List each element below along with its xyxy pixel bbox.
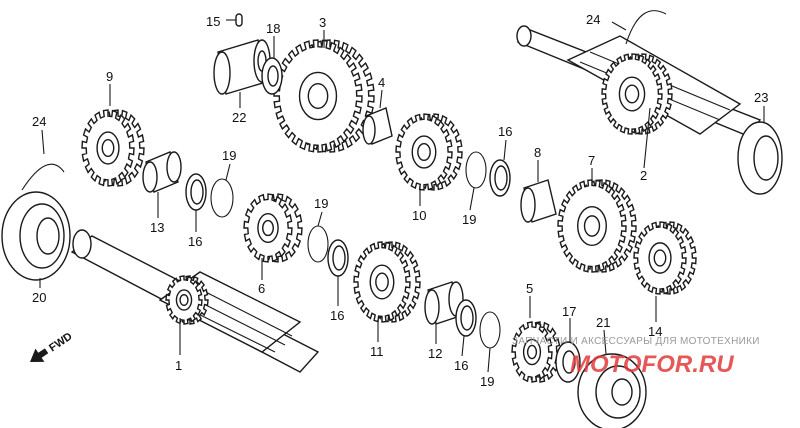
gear-bore xyxy=(375,272,389,292)
circlip-19c xyxy=(465,151,487,189)
washer-17 xyxy=(555,341,581,383)
needle-bearing-4 xyxy=(362,107,393,145)
callout-2: 2 xyxy=(640,168,647,183)
callout-16c: 16 xyxy=(498,124,512,139)
gear-bore xyxy=(624,84,640,104)
callout-1: 1 xyxy=(175,358,182,373)
callout-22: 22 xyxy=(232,110,246,125)
callout-5: 5 xyxy=(526,281,533,296)
callout-6: 6 xyxy=(258,281,265,296)
watermark-site-logo: MOTOFOR.RU xyxy=(570,351,734,378)
watermark: ЗАПЧАСТИ И АКСЕССУАРЫ ДЛЯ МОТОТЕХНИКИ MO… xyxy=(512,336,760,378)
circlip-19d xyxy=(479,311,501,349)
callout-3: 3 xyxy=(319,15,326,30)
washer-16c xyxy=(489,159,511,197)
leader-lines xyxy=(39,19,765,373)
callout-7: 7 xyxy=(588,153,595,168)
callout-8: 8 xyxy=(534,145,541,160)
callout-18: 18 xyxy=(266,21,280,36)
callout-16d: 16 xyxy=(454,358,468,373)
bushing-8 xyxy=(520,179,557,223)
callout-19c: 19 xyxy=(462,212,476,227)
collar-22 xyxy=(213,39,271,95)
gear-14 xyxy=(633,221,697,295)
gear-6 xyxy=(243,193,303,263)
circlip-24-right xyxy=(625,10,667,45)
gear-bore xyxy=(526,344,538,360)
needle-bearing-13 xyxy=(142,151,182,193)
washer-16d xyxy=(455,299,477,337)
callout-20: 20 xyxy=(32,290,46,305)
pin-15 xyxy=(235,13,243,27)
callout-14: 14 xyxy=(648,324,662,339)
callout-19a: 19 xyxy=(222,148,236,163)
callout-19d: 19 xyxy=(480,374,494,389)
circlip-19b xyxy=(307,225,329,263)
washer-18 xyxy=(261,57,283,95)
fwd-direction-indicator: FWD xyxy=(30,330,75,362)
callout-19b: 19 xyxy=(314,196,328,211)
countershaft-gear xyxy=(601,53,673,135)
circlip-24-left xyxy=(21,163,65,191)
callout-24a: 24 xyxy=(586,12,600,27)
callout-17: 17 xyxy=(562,304,576,319)
gear-bore xyxy=(653,249,667,267)
callout-16b: 16 xyxy=(330,308,344,323)
callout-labels: 1 2 3 4 5 6 7 8 9 10 11 12 13 14 15 16 1… xyxy=(32,12,768,389)
washer-16b xyxy=(327,239,349,277)
washer-16a xyxy=(185,173,207,211)
gear-bore xyxy=(417,142,431,162)
callout-11: 11 xyxy=(370,344,384,359)
callout-21: 21 xyxy=(596,315,610,330)
callout-23: 23 xyxy=(754,90,768,105)
mainshaft-gear xyxy=(165,275,209,325)
fwd-label: FWD xyxy=(47,330,75,354)
gear-bore xyxy=(262,219,274,237)
bearing-20 xyxy=(1,191,71,281)
gear-9 xyxy=(81,109,145,187)
fwd-arrow-icon xyxy=(30,348,49,362)
gear-5 xyxy=(511,321,561,383)
callout-13: 13 xyxy=(150,220,164,235)
callout-4: 4 xyxy=(378,75,385,90)
gear-7 xyxy=(557,179,637,273)
gear-11 xyxy=(353,241,421,323)
gear-bore xyxy=(179,294,189,306)
callout-15: 15 xyxy=(206,14,220,29)
callout-24b: 24 xyxy=(32,114,46,129)
gear-3 xyxy=(273,39,375,153)
gear-bore xyxy=(583,215,601,237)
callout-16a: 16 xyxy=(188,234,202,249)
bearing-21 xyxy=(577,353,647,428)
watermark-tagline: ЗАПЧАСТИ И АКСЕССУАРЫ ДЛЯ МОТОТЕХНИКИ xyxy=(512,336,760,347)
oil-seal-23 xyxy=(737,121,783,195)
gear-10 xyxy=(395,113,463,191)
gear-bore xyxy=(307,82,329,110)
callout-12: 12 xyxy=(428,346,442,361)
bushing-12 xyxy=(424,281,464,325)
callout-10: 10 xyxy=(412,208,426,223)
callout-9: 9 xyxy=(106,69,113,84)
circlip-19a xyxy=(210,178,234,218)
gear-bore xyxy=(101,138,115,158)
